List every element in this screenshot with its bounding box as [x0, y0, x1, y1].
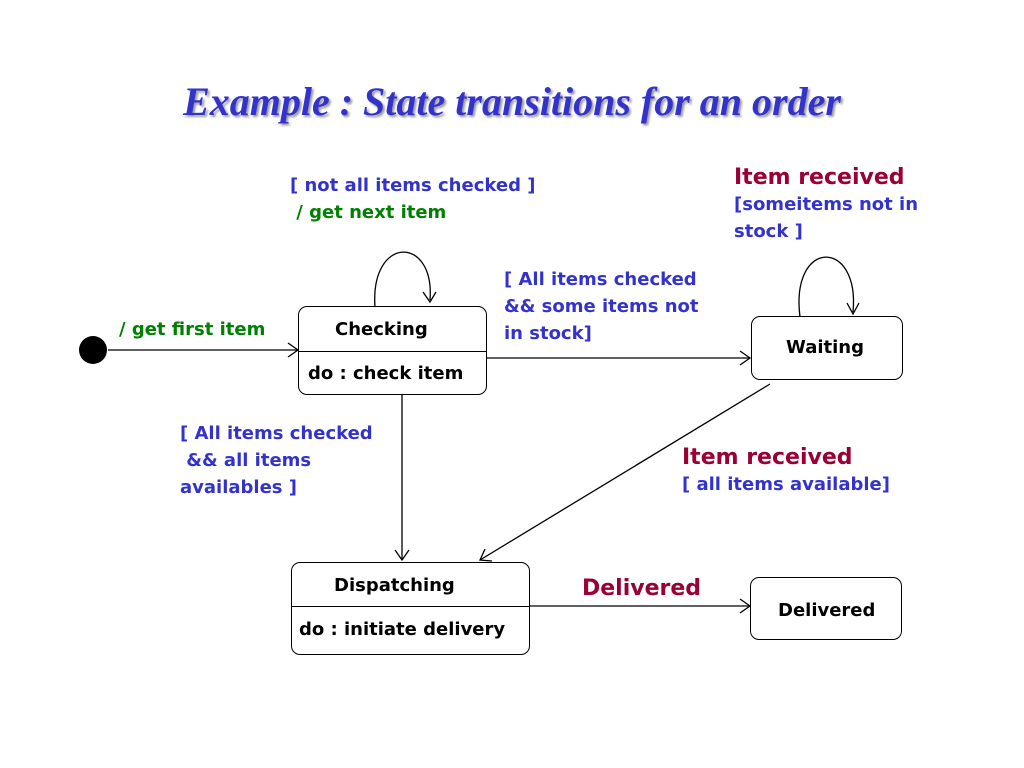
checking-to-waiting-guard-line-1: [ All items checked: [504, 269, 697, 290]
waiting-to-dispatching-line: [479, 383, 771, 561]
delivered-state-name: Delivered: [778, 600, 876, 621]
waiting-self-loop-arrowhead: [846, 302, 860, 316]
dispatching-state: Dispatching do : initiate delivery: [291, 562, 530, 655]
waiting-self-loop-guard-line-1: [someitems not in: [734, 194, 919, 215]
checking-to-waiting-label: [ All items checked && some items not in…: [504, 266, 698, 347]
initial-transition-label: / get first item: [119, 319, 266, 340]
checking-state: Checking do : check item: [298, 306, 487, 395]
waiting-to-dispatching-event: Item received: [682, 445, 853, 470]
page-title: Example : State transitions for an order: [183, 79, 841, 124]
waiting-state-name: Waiting: [786, 337, 865, 358]
checking-to-waiting-guard-line-2: && some items not: [504, 296, 699, 317]
waiting-self-loop: [798, 256, 855, 318]
delivered-state: Delivered: [750, 577, 902, 640]
checking-to-waiting-guard-line-3: in stock]: [504, 323, 592, 344]
waiting-self-loop-event: Item received: [734, 165, 905, 190]
dispatching-state-divider: [292, 606, 529, 607]
checking-state-name: Checking: [335, 319, 428, 340]
waiting-state: Waiting: [751, 316, 903, 380]
waiting-self-loop-label: Item received [someitems not in stock ]: [734, 164, 918, 245]
checking-self-loop-arrowhead: [422, 291, 437, 304]
initial-state-node: [79, 336, 107, 364]
checking-state-activity: do : check item: [308, 363, 464, 384]
checking-state-divider: [299, 351, 486, 352]
waiting-to-dispatching-label: Item received [ all items available]: [682, 444, 890, 498]
dispatching-to-delivered-label: Delivered: [582, 576, 702, 601]
checking-self-loop: [374, 251, 431, 308]
checking-to-dispatching-arrowhead: [394, 549, 410, 562]
checking-to-waiting-arrowhead: [739, 350, 752, 366]
checking-to-dispatching-guard-line-2: && all items: [180, 450, 312, 471]
checking-to-dispatching-guard-line-3: availables ]: [180, 477, 297, 498]
checking-self-loop-action: / get next item: [290, 202, 447, 223]
dispatching-state-activity: do : initiate delivery: [299, 619, 506, 640]
checking-self-loop-label: [ not all items checked ] / get next ite…: [290, 172, 535, 226]
waiting-to-dispatching-arrowhead: [479, 548, 493, 562]
checking-to-dispatching-label: [ All items checked && all items availab…: [180, 420, 373, 501]
checking-to-dispatching-guard-line-1: [ All items checked: [180, 423, 373, 444]
checking-self-loop-guard: [ not all items checked ]: [290, 175, 536, 196]
dispatching-state-name: Dispatching: [334, 575, 455, 596]
waiting-self-loop-guard-line-2: stock ]: [734, 221, 803, 242]
waiting-to-dispatching-guard: [ all items available]: [682, 474, 890, 495]
